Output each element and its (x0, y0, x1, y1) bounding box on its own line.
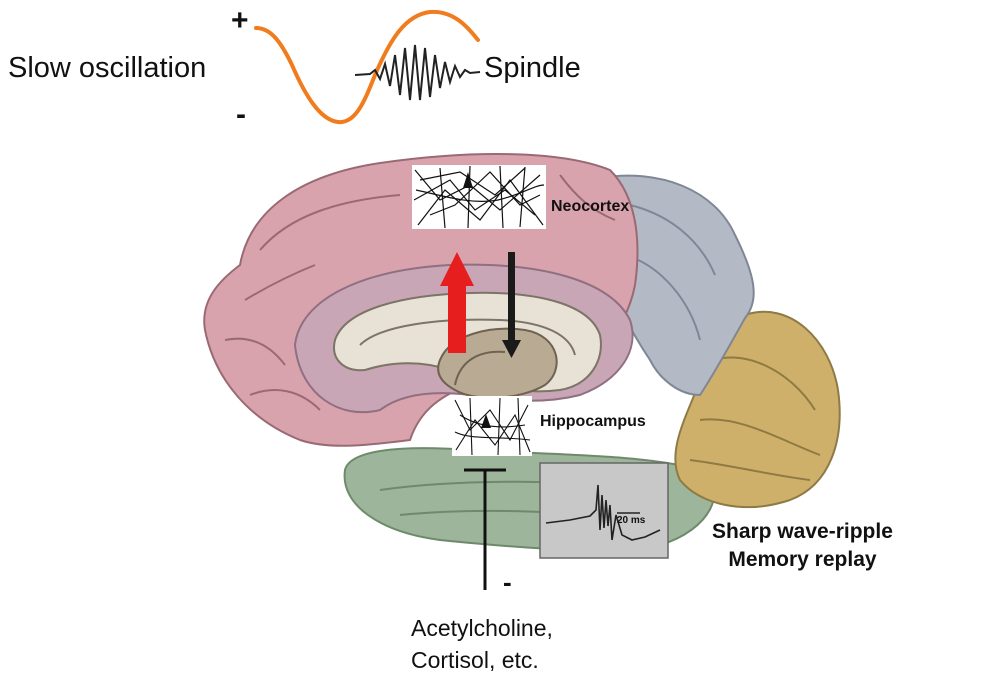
cortisol-label: Cortisol, etc. (411, 644, 553, 676)
sharp-wave-ripple-inset (540, 463, 668, 558)
scale-bar-label: 20 ms (617, 515, 645, 526)
memory-replay-label: Memory replay (712, 546, 893, 574)
sharp-wave-ripple-caption: Sharp wave-ripple Memory replay (712, 518, 893, 574)
acetylcholine-label: Acetylcholine, (411, 612, 553, 644)
modulators-caption: Acetylcholine, Cortisol, etc. (411, 612, 553, 676)
spindle-label: Spindle (484, 52, 581, 85)
plus-sign: + (231, 4, 249, 38)
spindle-wave (355, 45, 480, 100)
minus-sign-low: - (503, 567, 512, 598)
slow-oscillation-label: Slow oscillation (8, 52, 206, 85)
hippocampus-label: Hippocampus (540, 413, 646, 431)
neocortex-label: Neocortex (551, 198, 629, 216)
minus-sign-top: - (236, 98, 246, 132)
sharp-wave-ripple-label: Sharp wave-ripple (712, 518, 893, 546)
